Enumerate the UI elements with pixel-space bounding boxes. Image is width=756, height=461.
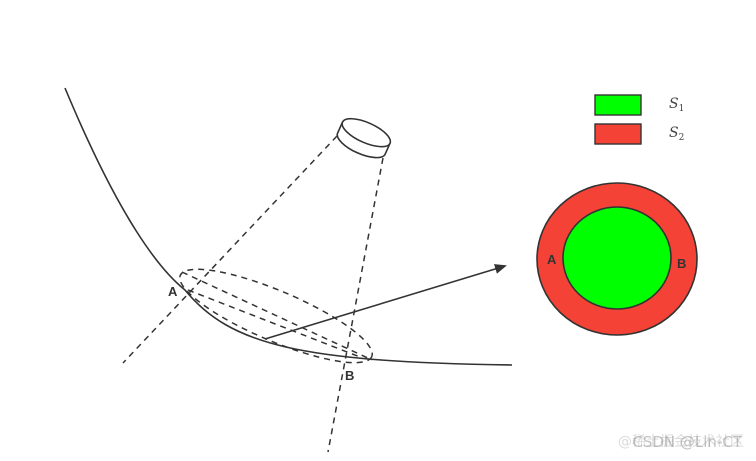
watermark-overlay: @稀土掘金技术社区 [618, 434, 744, 450]
legend-swatch-s1 [594, 94, 642, 116]
chord-line-upper [181, 271, 373, 361]
chord-line-lower [187, 289, 361, 358]
cone-line-left [122, 135, 338, 364]
legend: S1 S2 [594, 94, 684, 145]
watermark: CSDN @Lin-CT @稀土掘金技术社区 [618, 433, 744, 451]
point-a-label: A [168, 284, 178, 299]
surface-curve [64, 87, 513, 366]
legend-swatch-s2 [594, 123, 642, 145]
arrow-right-icon [264, 264, 507, 340]
watermark-text: CSDN @Lin-CT [632, 433, 742, 451]
cone-line-right [327, 157, 384, 453]
inner-area-s1 [562, 206, 672, 310]
ring-label-a: A [547, 252, 557, 267]
legend-label-s2: S2 [669, 125, 684, 143]
legend-label-s1: S1 [669, 96, 684, 114]
cylinder-light-source-icon [336, 117, 392, 159]
point-b-label: B [345, 368, 354, 383]
ring-label-b: B [677, 256, 686, 271]
